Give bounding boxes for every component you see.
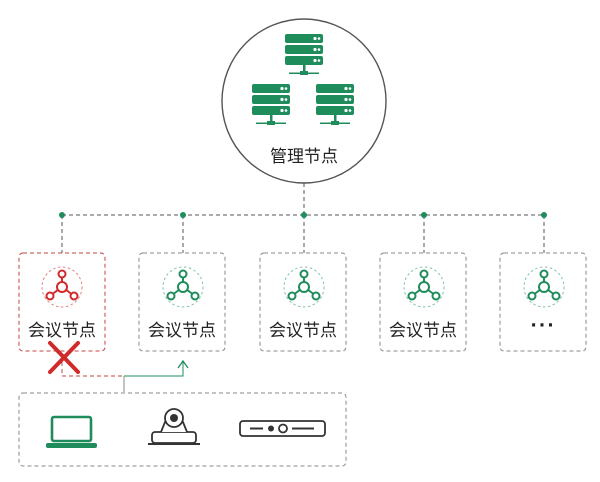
- ptz-camera-icon: [148, 408, 200, 445]
- meeting-node-box-4: [379, 252, 467, 352]
- meeting-node-box-2: [138, 252, 226, 352]
- meeting-node-label-3: 会议节点: [269, 321, 337, 341]
- arrow-head-icon: [177, 359, 189, 369]
- meeting-node-label-4: 会议节点: [389, 321, 457, 341]
- hub-icon-2: [162, 266, 204, 308]
- hub-icon-failed: [41, 266, 83, 308]
- failover-path: [61, 362, 184, 392]
- hub-icon-5: [523, 266, 565, 308]
- network-connectors: [61, 183, 545, 253]
- management-node-label: 管理节点: [270, 147, 338, 167]
- failed-x-icon: [48, 341, 80, 374]
- connector-dots: [59, 212, 547, 218]
- hub-icon-3: [283, 266, 325, 308]
- more-nodes-ellipsis: ···: [530, 316, 556, 336]
- meeting-node-box-3: [259, 252, 347, 352]
- meeting-node-label-2: 会议节点: [148, 321, 216, 341]
- hub-icon-4: [403, 266, 445, 308]
- endpoint-devices-box: [18, 392, 347, 467]
- laptop-icon: [46, 415, 97, 448]
- meeting-node-box-1: [18, 252, 106, 352]
- meeting-node-box-5: [499, 252, 587, 352]
- meeting-node-label-1: 会议节点: [28, 321, 96, 341]
- video-bar-icon: [239, 420, 326, 437]
